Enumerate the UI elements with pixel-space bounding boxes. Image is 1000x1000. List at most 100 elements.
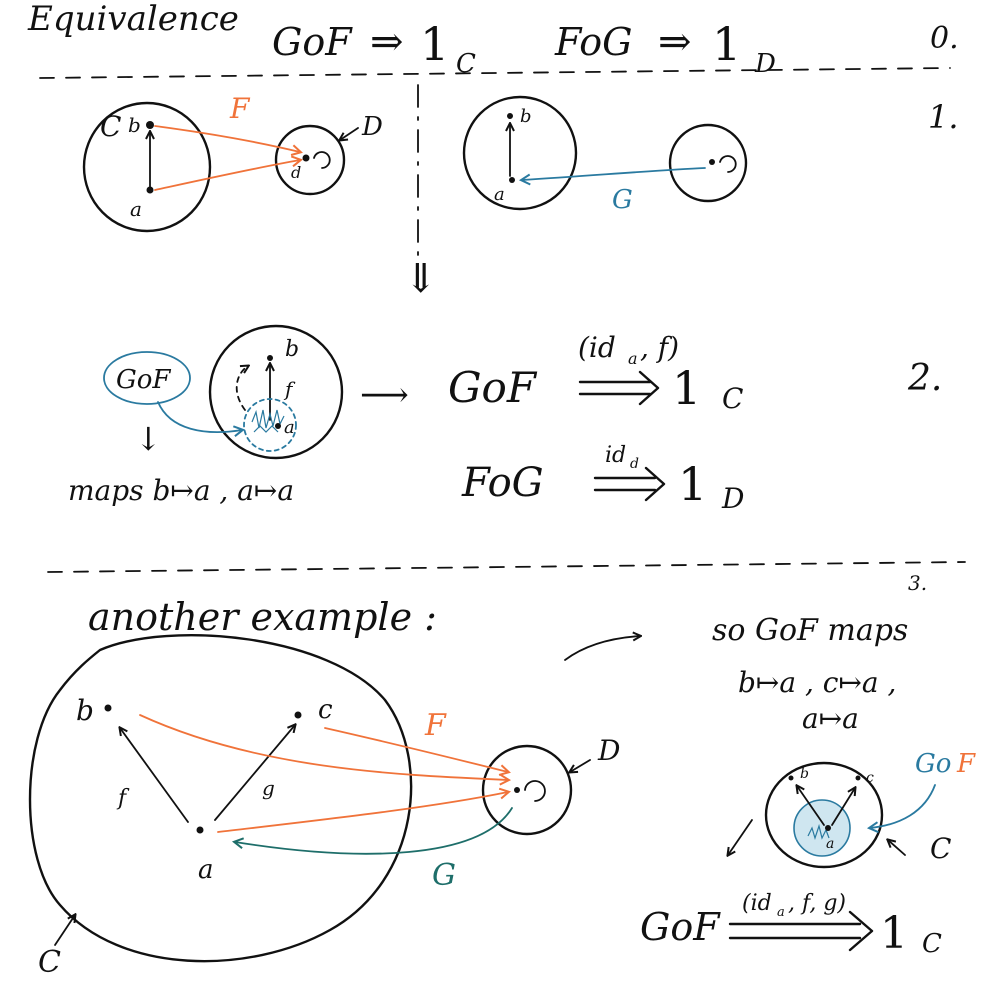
big-category-c-pointer [54,915,75,946]
line1-left: GoF [448,363,538,412]
line2-left: FoG [461,460,544,506]
big-category-d-circle [481,744,573,836]
big-morphism-f-label: f [116,786,130,811]
line1-double-arrow [578,370,660,406]
object-d-point [302,154,310,162]
eq2-sub: D [754,49,776,79]
big-functor-g-arrow [235,807,513,855]
big-object-d-point [514,787,520,793]
right-object-d-point [709,159,715,165]
final-left: GoF [640,905,721,949]
category-c-label: C [100,110,121,143]
implies-arrow: ⇓ [404,256,438,302]
eq2-arrow: ⇒ [658,19,692,65]
small-gof-arrow [870,784,936,828]
right-object-b-label: b [520,106,532,127]
down-arrow: ↓ [135,420,162,458]
section2-object-b-label: b [285,337,299,362]
final-label: (id [742,891,772,916]
line2-double-arrow [593,466,666,502]
section2-morphism-f-label: f [283,377,296,401]
object-d-label: d [291,163,301,182]
eq1-right: 1 [420,17,449,71]
final-right: 1 [880,908,908,959]
line1-label-end: , f) [640,331,679,364]
small-object-a-label: a [826,836,834,852]
big-identity-loop [524,780,546,802]
functor-f-label: F [229,92,251,125]
step-2: 2. [907,358,942,399]
line1-right: 1 [672,361,701,415]
small-label-go: Go [915,749,951,779]
functor-g-label: G [612,185,633,215]
small-category-c-circle [764,761,884,869]
big-object-b-point [104,704,112,712]
section2-scribble-a [251,409,285,433]
line2-label-sub: d [630,456,639,472]
big-functor-f-arrow-c [324,727,508,772]
divider-top [39,67,951,79]
small-object-c-point [855,775,861,781]
section2-object-a-label: a [284,417,295,438]
big-functor-f-arrow-a [217,792,508,833]
gof-bubble[interactable] [103,351,191,405]
eq1-left: GoF [272,20,353,64]
section2-to-arrow: ⟶ [360,375,409,415]
big-functor-f-label: F [424,708,447,743]
step-3: 3. [908,571,927,595]
object-b-label: b [128,113,141,137]
divider-middle [47,561,966,573]
functor-g-arrow [522,167,706,180]
section3-heading: another example : [88,595,437,639]
line2-right: 1 [678,457,707,511]
small-category-c-label: C [930,832,951,865]
small-morphism-f [797,786,825,826]
category-d-circle [274,124,346,196]
maps-text: maps b↦a , a↦a [68,474,294,507]
line1-label: (id [578,331,616,364]
header-title: Equivalence [27,0,239,39]
small-object-b-label: b [800,766,809,782]
line2-sub: D [721,482,744,515]
final-label-end: , f, g) [788,891,846,916]
final-label-sub: a [777,905,785,920]
small-category-c-pointer [888,840,906,856]
functor-f-arrow-b [154,125,300,152]
eq1-sub: C [456,49,476,79]
small-down-arrow [728,819,753,855]
big-category-d-label: D [597,734,620,767]
big-morphism-f [120,728,189,823]
category-c-right-circle [462,95,578,211]
right-object-a-point [509,177,515,183]
big-functor-f-arrow-b [139,714,508,780]
big-category-c-label: C [38,945,61,980]
so-pointer-arrow [564,636,640,661]
eq2-right: 1 [712,17,741,71]
category-d-label: D [361,112,383,142]
eq1-arrow: ⇒ [370,19,404,65]
object-b-point [146,121,154,129]
big-object-b-label: b [76,694,94,727]
small-object-b-point [788,775,794,781]
gof-bubble-label: GoF [116,365,171,395]
gof-bubble-arrow [157,401,242,432]
small-label-f: F [956,749,976,779]
right-object-a-label: a [494,184,505,205]
eq2-left: FoG [554,20,633,64]
category-c-circle [82,101,212,233]
big-morphism-g-label: g [262,776,275,800]
right-object-b-point [507,113,513,119]
small-object-c-label: c [866,770,874,786]
line1-sub: C [722,382,743,415]
so-line-2: b↦a , c↦a , [738,666,896,699]
line1-label-sub: a [628,349,638,368]
section2-object-a-point [275,423,281,429]
object-a-point [146,186,154,194]
big-object-c-label: c [318,695,333,725]
step-1: 1. [928,98,959,136]
final-sub: C [922,929,942,959]
big-category-d-pointer [570,759,591,772]
so-line-1: so GoF maps [712,613,908,648]
